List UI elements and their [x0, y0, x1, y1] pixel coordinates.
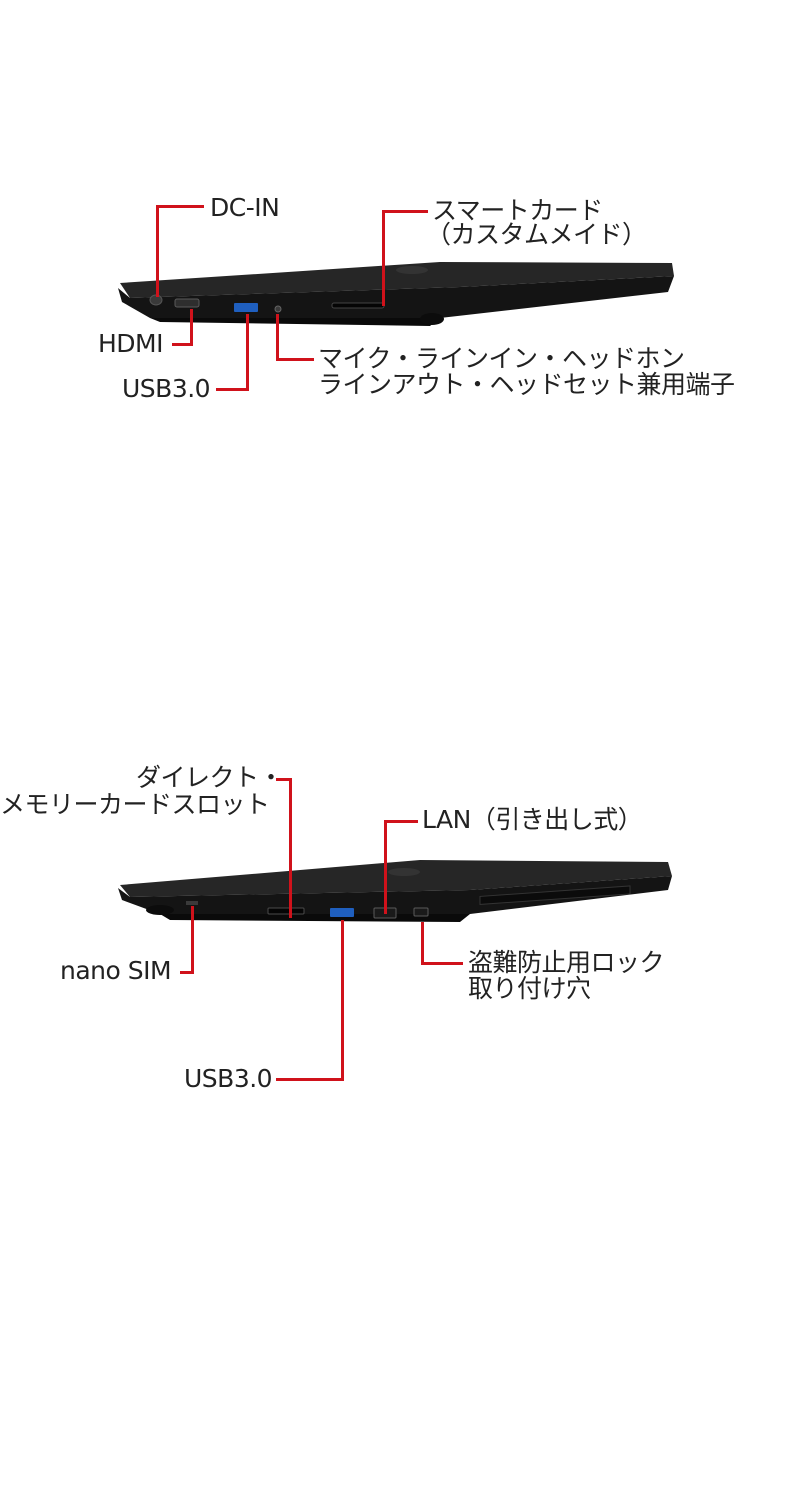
smart-card-leader-h: [382, 210, 428, 213]
lock-leader-h: [421, 962, 463, 965]
smart-card-slot: [332, 303, 384, 308]
nano-sim-leader-h: [180, 971, 194, 974]
usb-label: USB3.0: [184, 1064, 272, 1094]
lid-logo: [388, 868, 420, 876]
usb-leader-v: [246, 314, 249, 390]
card-slot-label-2: メモリーカードスロット: [0, 790, 270, 820]
memory-card-slot: [268, 908, 304, 914]
usb-label: USB3.0: [122, 374, 210, 404]
lan-leader-v: [384, 820, 387, 914]
dc-in-label: DC-IN: [210, 193, 279, 223]
laptop-bottom-edge: [150, 318, 440, 326]
lid-logo: [396, 266, 428, 274]
hdmi-port: [175, 299, 199, 307]
hdmi-label: HDMI: [98, 329, 163, 359]
hdmi-leader-v: [190, 309, 193, 345]
audio-leader-h: [276, 358, 314, 361]
usb-leader-h: [276, 1078, 344, 1081]
audio-leader-v: [276, 314, 279, 360]
dc-in-leader-h: [156, 205, 204, 208]
usb-port-blue: [234, 303, 258, 312]
lock-leader-v: [421, 922, 424, 965]
nano-sim-leader-v: [191, 906, 194, 974]
lan-leader-h: [384, 820, 418, 823]
smart-card-label-2: （カスタムメイド）: [426, 220, 647, 250]
usb-leader-v: [341, 920, 344, 1081]
usb-leader-h: [216, 388, 249, 391]
audio-jack: [275, 306, 281, 312]
hdmi-leader-h: [172, 343, 193, 346]
bottom-ports-view: ダイレクト・ メモリーカードスロット LAN（引き出し式） nano SIM 盗…: [0, 700, 800, 1500]
dc-in-leader-v: [156, 205, 159, 297]
usb-port-blue: [330, 908, 354, 917]
audio-label-2: ラインアウト・ヘッドセット兼用端子: [318, 370, 735, 400]
laptop-foot: [420, 313, 444, 325]
security-lock-slot: [414, 908, 428, 916]
nano-sim-label: nano SIM: [60, 956, 171, 986]
card-slot-label-1: ダイレクト・: [136, 763, 283, 793]
nano-sim-slot: [186, 901, 198, 905]
laptop-foot: [146, 905, 174, 915]
top-ports-view: DC-IN スマートカード （カスタムメイド） HDMI USB3.0 マイク・…: [0, 0, 800, 700]
card-slot-leader-v: [289, 778, 292, 918]
laptop-right-side-image: [0, 700, 800, 1200]
lock-label-2: 取り付け穴: [468, 974, 591, 1004]
lan-label: LAN（引き出し式）: [422, 805, 642, 835]
smart-card-leader-v: [382, 210, 385, 306]
